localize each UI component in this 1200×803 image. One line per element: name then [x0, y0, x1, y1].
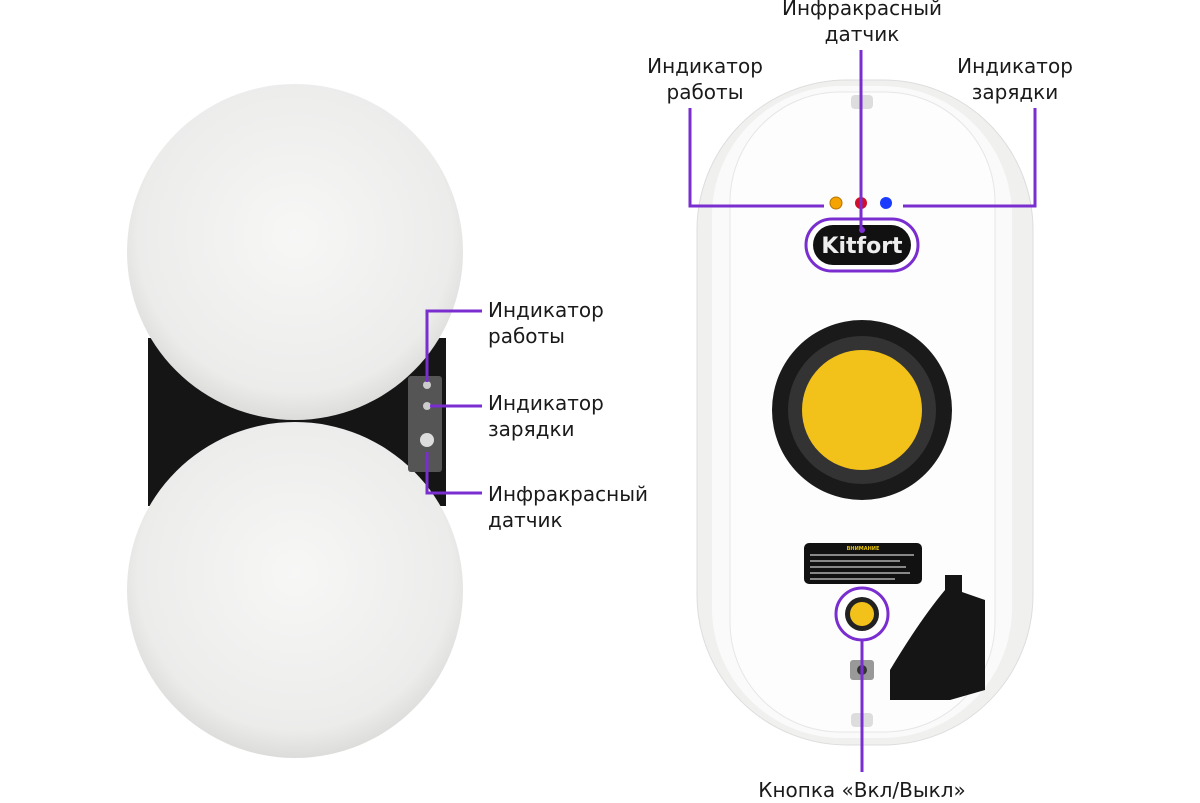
- label-line: работы: [488, 324, 565, 348]
- indicator-panel: [408, 376, 442, 472]
- label-line: датчик: [824, 22, 900, 46]
- label-left-charge-indicator: Индикатор зарядки: [488, 390, 604, 442]
- label-line: Индикатор: [957, 54, 1073, 78]
- side-view-device: [127, 84, 463, 758]
- label-right-charge-indicator: Индикатор зарядки: [930, 53, 1100, 105]
- charge-led: [880, 197, 892, 209]
- suction-cover: [802, 350, 922, 470]
- charge-led: [423, 402, 431, 410]
- label-line: Инфракрасный: [488, 482, 648, 506]
- left-callout-lines: [425, 309, 482, 495]
- work-led: [829, 196, 843, 210]
- label-line: Инфракрасный: [782, 0, 942, 20]
- label-line: Индикатор: [647, 54, 763, 78]
- label-line: Индикатор: [488, 391, 604, 415]
- label-line: работы: [666, 80, 744, 104]
- work-led: [423, 381, 431, 389]
- brand-logo: Kitfort: [821, 234, 903, 259]
- front-view-device: ВНИМАНИЕ Kitfort: [696, 79, 1034, 746]
- sticker-title: ВНИМАНИЕ: [847, 546, 880, 552]
- label-line: датчик: [488, 508, 563, 532]
- cleaning-pad-bottom: [127, 422, 463, 758]
- ir-sensor: [420, 433, 434, 447]
- label-line: зарядки: [971, 80, 1059, 104]
- label-line: Индикатор: [488, 298, 604, 322]
- right-callout-lines: [688, 50, 1037, 772]
- label-left-work-indicator: Индикатор работы: [488, 297, 604, 349]
- label-line: зарядки: [488, 417, 575, 441]
- label-power-button: Кнопка «Вкл/Выкл»: [758, 778, 966, 802]
- label-right-work-indicator: Индикатор работы: [620, 53, 790, 105]
- cleaning-pad-top: [127, 84, 463, 420]
- charging-flap: [890, 575, 985, 700]
- label-top-ir-sensor: Инфракрасный датчик: [762, 0, 962, 47]
- logo-badge: [813, 225, 911, 265]
- label-left-ir-sensor: Инфракрасный датчик: [488, 481, 648, 533]
